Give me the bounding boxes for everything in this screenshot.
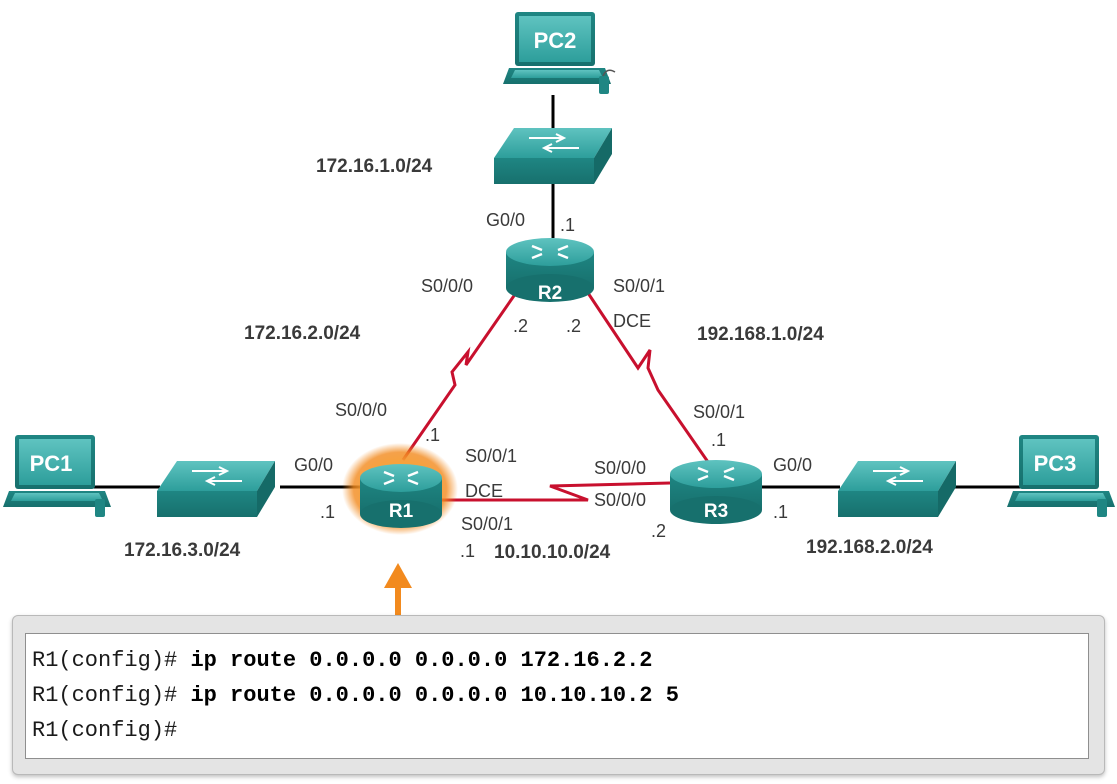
interface-label: S0/0/0 bbox=[594, 490, 646, 510]
device-label-pc1: PC1 bbox=[30, 451, 73, 476]
cli-line: R1(config)# ip route 0.0.0.0 0.0.0.0 10.… bbox=[32, 678, 1082, 713]
cli-prompt: R1(config)# bbox=[32, 683, 191, 708]
switch-icon bbox=[157, 461, 275, 517]
interface-label: S0/0/0 bbox=[594, 458, 646, 478]
cli-panel: R1(config)# ip route 0.0.0.0 0.0.0.0 172… bbox=[12, 615, 1105, 775]
cli-prompt: R1(config)# bbox=[32, 718, 178, 743]
cli-command: ip route 0.0.0.0 0.0.0.0 172.16.2.2 bbox=[190, 648, 653, 673]
network-label: 192.168.2.0/24 bbox=[806, 537, 933, 558]
ip-suffix-label: .1 bbox=[425, 425, 440, 445]
interface-label: S0/0/1 bbox=[465, 446, 517, 466]
interface-label: S0/0/1 bbox=[613, 276, 665, 296]
network-label: 172.16.2.0/24 bbox=[244, 323, 361, 344]
dce-label: DCE bbox=[465, 481, 503, 501]
interface-label: S0/0/1 bbox=[693, 402, 745, 422]
pc-icon: PC1 bbox=[3, 435, 111, 517]
cli-line: R1(config)# bbox=[32, 713, 1082, 748]
network-label: 192.168.1.0/24 bbox=[697, 324, 824, 345]
pc-icon: PC2 bbox=[503, 12, 616, 94]
cli-prompt: R1(config)# bbox=[32, 648, 191, 673]
serial-link-r1-r2 bbox=[401, 289, 520, 461]
ip-suffix-label: .2 bbox=[566, 316, 581, 336]
ip-suffix-label: .1 bbox=[560, 215, 575, 235]
router-icon: R2 bbox=[506, 238, 594, 304]
interface-label: S0/0/1 bbox=[461, 514, 513, 534]
network-label: 172.16.3.0/24 bbox=[124, 540, 241, 561]
cli-output: R1(config)# ip route 0.0.0.0 0.0.0.0 172… bbox=[25, 633, 1089, 759]
interface-label: G0/0 bbox=[486, 210, 525, 230]
interface-label: G0/0 bbox=[294, 455, 333, 475]
cli-command: ip route 0.0.0.0 0.0.0.0 10.10.10.2 5 bbox=[190, 683, 679, 708]
cli-line: R1(config)# ip route 0.0.0.0 0.0.0.0 172… bbox=[32, 643, 1082, 678]
router-icon: R3 bbox=[670, 460, 762, 524]
network-label: 10.10.10.0/24 bbox=[494, 542, 611, 563]
router-icon: R1 bbox=[360, 464, 442, 528]
serial-link-r2-r3 bbox=[584, 289, 710, 463]
arrow-up-icon bbox=[384, 563, 412, 617]
ip-suffix-label: .2 bbox=[513, 316, 528, 336]
switch-icon bbox=[838, 461, 956, 517]
switch-icon bbox=[494, 128, 612, 184]
interface-label: G0/0 bbox=[773, 455, 812, 475]
device-label-r3: R3 bbox=[704, 501, 728, 522]
ip-suffix-label: .1 bbox=[320, 502, 335, 522]
serial-link-r1-r3 bbox=[440, 481, 671, 502]
device-label-r1: R1 bbox=[389, 501, 414, 522]
ip-suffix-label: .1 bbox=[711, 430, 726, 450]
ip-suffix-label: .1 bbox=[460, 541, 475, 561]
device-label-r2: R2 bbox=[538, 283, 562, 304]
pc-icon: PC3 bbox=[1007, 435, 1115, 517]
ip-suffix-label: .2 bbox=[651, 521, 666, 541]
network-label: 172.16.1.0/24 bbox=[316, 156, 433, 177]
interface-label: S0/0/0 bbox=[421, 276, 473, 296]
dce-label: DCE bbox=[613, 311, 651, 331]
interface-label: S0/0/0 bbox=[335, 400, 387, 420]
ip-suffix-label: .1 bbox=[773, 502, 788, 522]
device-label-pc3: PC3 bbox=[1034, 451, 1077, 476]
device-label-pc2: PC2 bbox=[534, 28, 577, 53]
